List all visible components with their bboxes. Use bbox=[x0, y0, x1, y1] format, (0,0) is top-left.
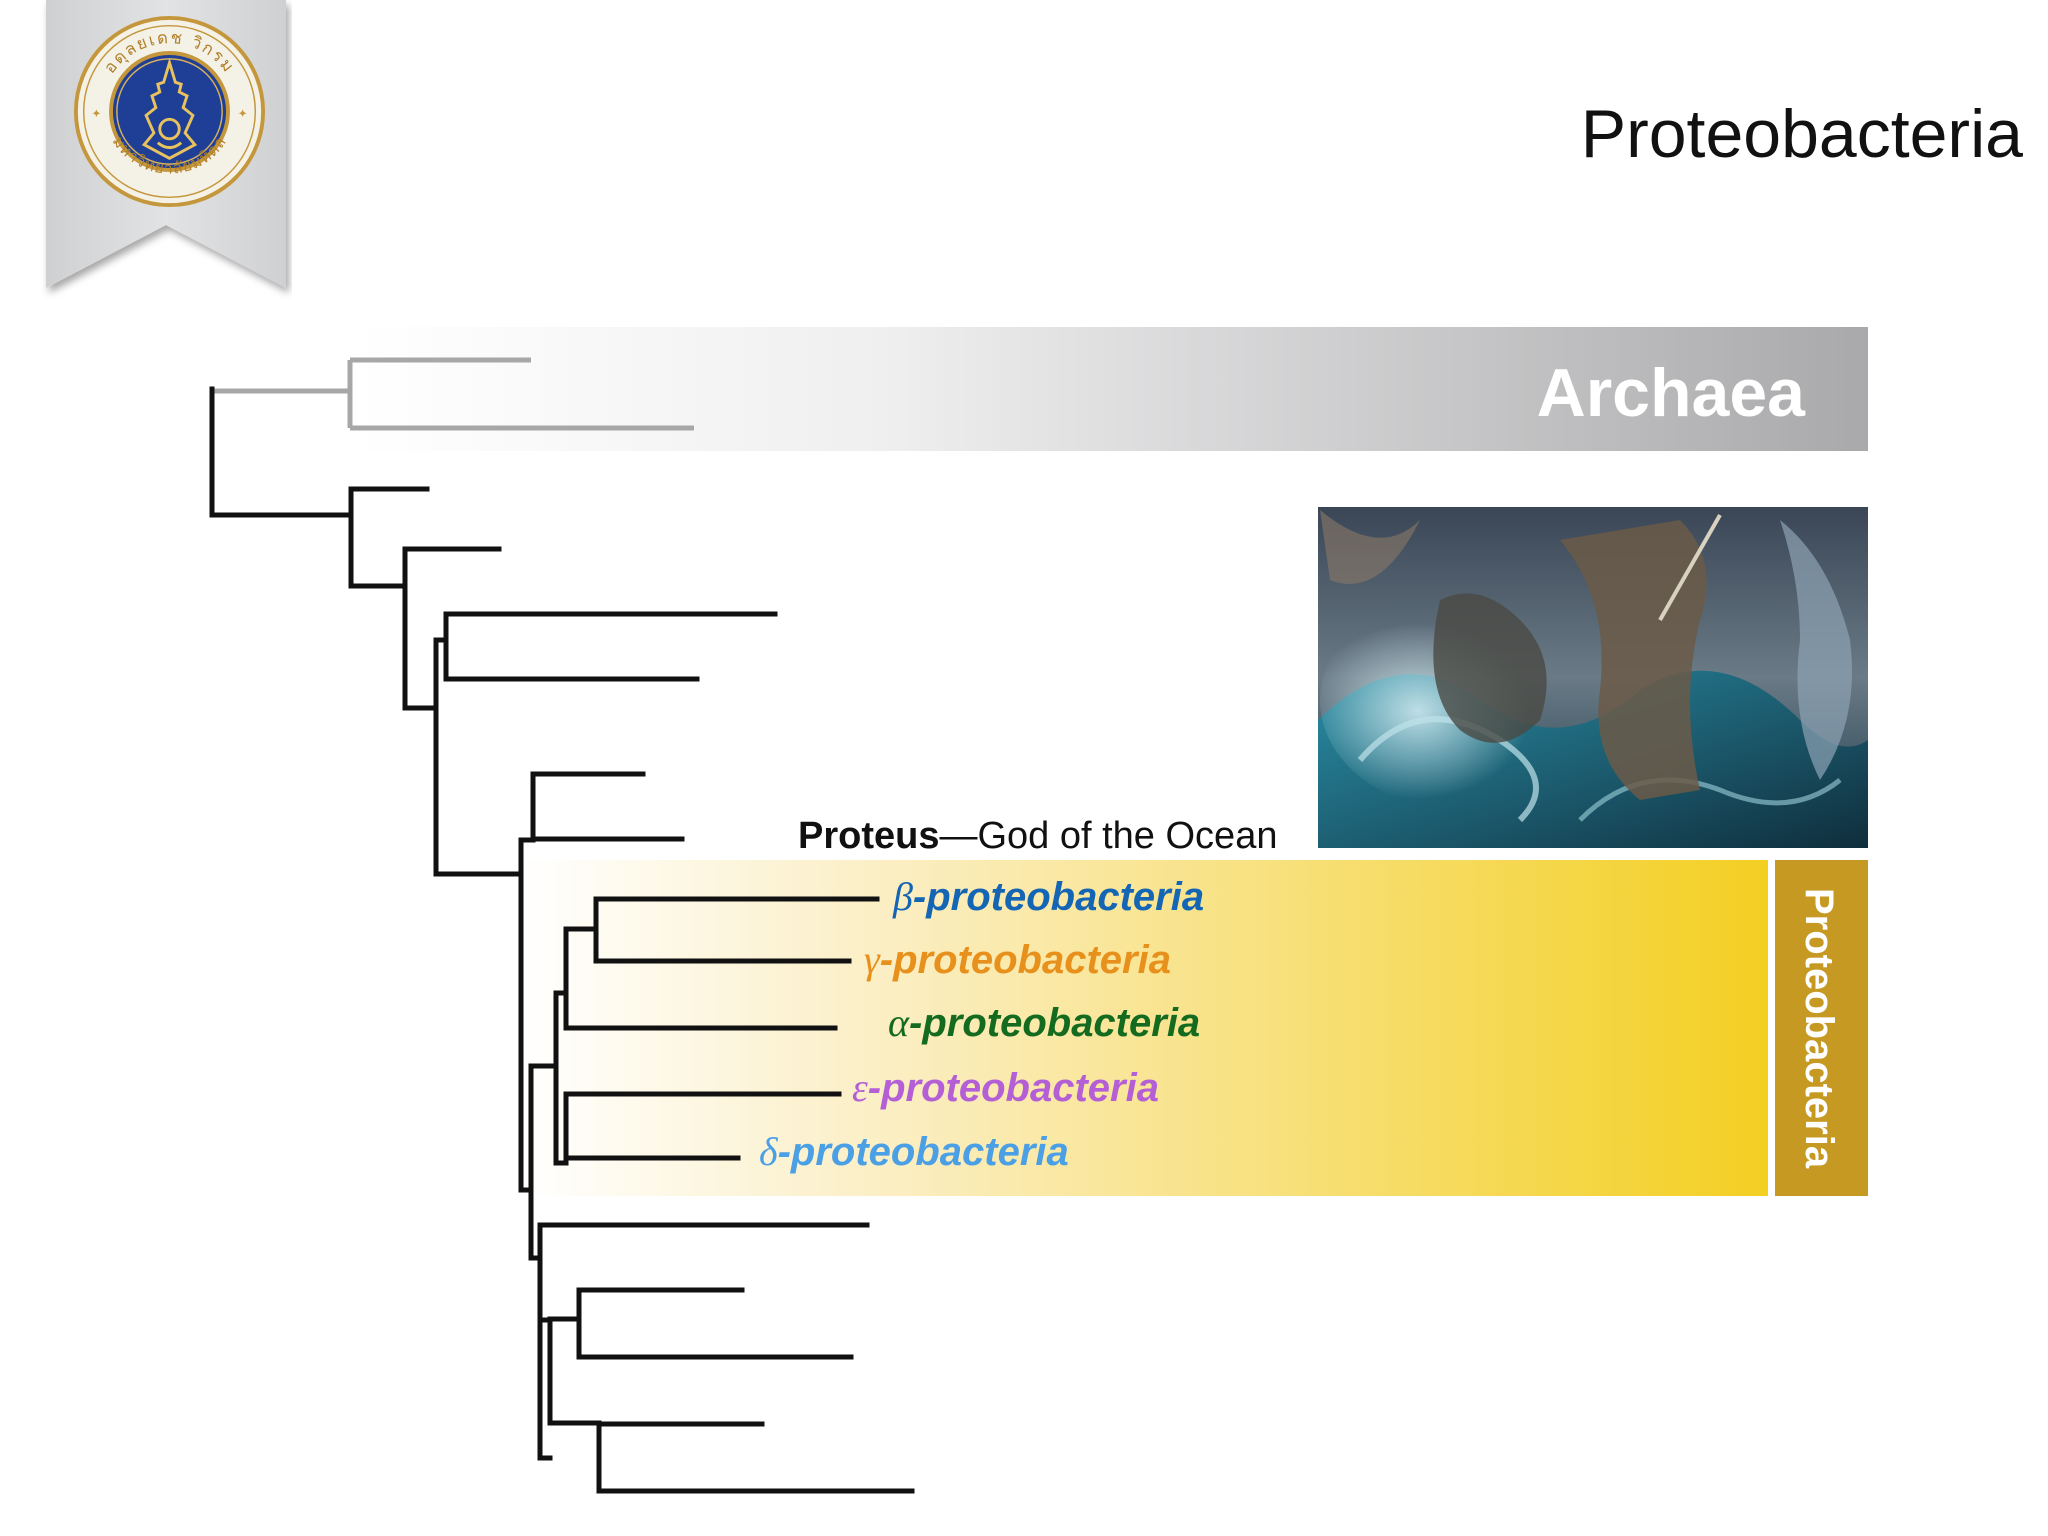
taxon-suffix: -proteobacteria bbox=[868, 1066, 1159, 1110]
taxon-suffix: -proteobacteria bbox=[909, 1001, 1200, 1045]
archaea-branches bbox=[212, 357, 694, 431]
archaea-label: Archaea bbox=[1537, 355, 1807, 431]
taxon-suffix: -proteobacteria bbox=[880, 938, 1171, 982]
gamma-proteobacteria-label: γ-proteobacteria bbox=[864, 937, 1171, 982]
taxon-greek-letter: ε bbox=[852, 1065, 868, 1110]
delta-proteobacteria-label: δ-proteobacteria bbox=[759, 1129, 1069, 1174]
taxon-greek-letter: γ bbox=[864, 937, 881, 982]
svg-text:✦: ✦ bbox=[238, 106, 248, 120]
taxon-suffix: -proteobacteria bbox=[778, 1130, 1069, 1174]
university-seal-icon: ✦ ✦ อดุลยเดช วิกรม มหาวิทยาลัยมหิดล bbox=[73, 15, 266, 208]
taxon-greek-letter: α bbox=[888, 1000, 910, 1045]
beta-proteobacteria-label: β-proteobacteria bbox=[892, 874, 1204, 919]
proteobacteria-side-label: Proteobacteria bbox=[1797, 888, 1841, 1169]
proteus-description: —God of the Ocean bbox=[939, 815, 1277, 857]
proteus-name: Proteus bbox=[798, 815, 939, 857]
svg-text:✦: ✦ bbox=[92, 106, 102, 120]
taxon-suffix: -proteobacteria bbox=[913, 875, 1204, 919]
taxon-greek-letter: δ bbox=[759, 1129, 779, 1174]
proteus-painting bbox=[1318, 507, 1868, 848]
epsilon-proteobacteria-label: ε-proteobacteria bbox=[852, 1065, 1159, 1110]
bacteria-branches bbox=[209, 386, 915, 1494]
taxa-labels: β-proteobacteriaγ-proteobacteriaα-proteo… bbox=[759, 874, 1204, 1174]
taxon-greek-letter: β bbox=[892, 874, 913, 919]
page-title: Proteobacteria bbox=[1580, 96, 2023, 172]
proteus-caption: Proteus—God of the Ocean bbox=[798, 815, 1277, 857]
alpha-proteobacteria-label: α-proteobacteria bbox=[888, 1000, 1200, 1045]
proteobacteria-tab bbox=[1775, 860, 1868, 1196]
